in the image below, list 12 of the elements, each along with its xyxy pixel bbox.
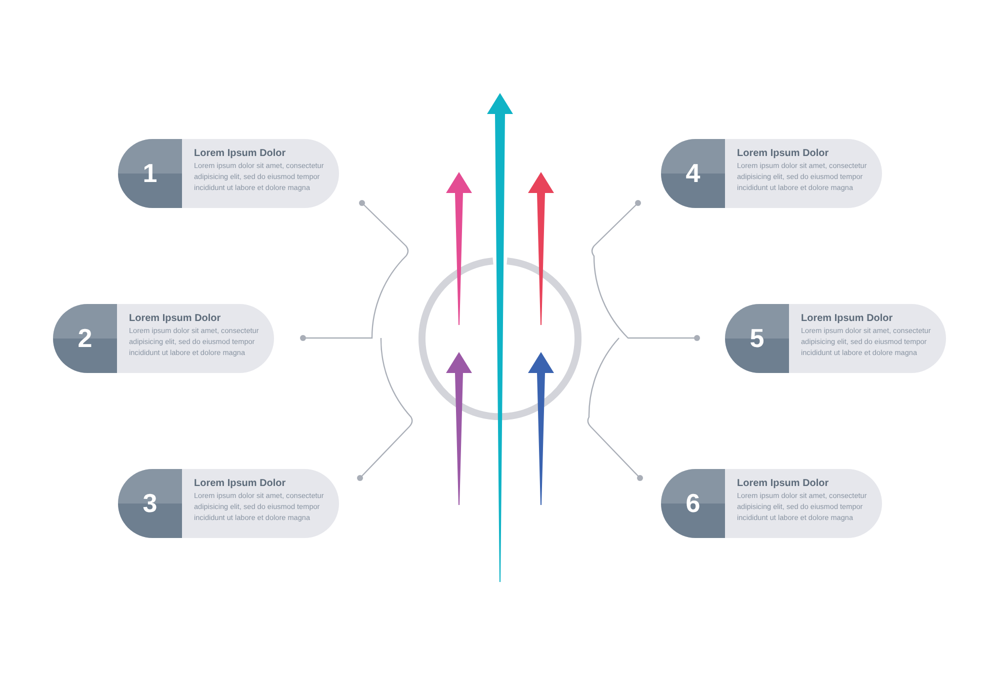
- step-heading: Lorem Ipsum Dolor: [194, 148, 287, 159]
- step-number: 2: [78, 323, 92, 354]
- step-number: 5: [750, 323, 764, 354]
- step-heading: Lorem Ipsum Dolor: [737, 478, 830, 489]
- step-number: 6: [686, 488, 700, 519]
- step-heading: Lorem Ipsum Dolor: [737, 148, 830, 159]
- step-heading: Lorem Ipsum Dolor: [801, 313, 894, 324]
- step-heading: Lorem Ipsum Dolor: [129, 313, 222, 324]
- step-number: 4: [686, 158, 700, 189]
- step-number: 3: [142, 488, 158, 519]
- step-heading: Lorem Ipsum Dolor: [194, 478, 287, 489]
- step-number: 1: [142, 158, 158, 189]
